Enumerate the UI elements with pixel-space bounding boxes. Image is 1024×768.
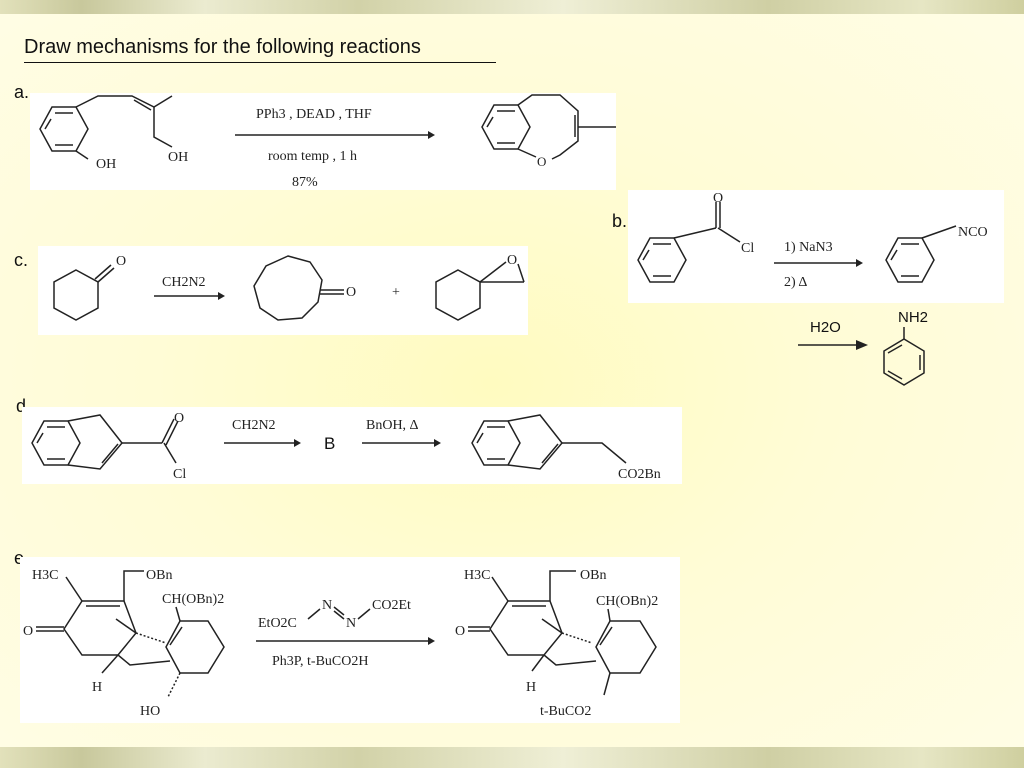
sm-alcohol-oh: OH	[168, 150, 188, 165]
reagent-azo-n2: N	[346, 616, 356, 631]
cycloheptanone-ring	[253, 255, 323, 321]
reaction-b-step2: 2) Δ	[784, 275, 807, 290]
slide-title: Draw mechanisms for the following reacti…	[24, 36, 496, 63]
cycloheptanone-oxygen: O	[346, 285, 356, 300]
aniline-benzene-ring	[883, 338, 925, 386]
cyclohexanone-oxygen: O	[116, 254, 126, 269]
reaction-a-conditions: room temp , 1 h	[268, 149, 357, 164]
sm-enone-ring	[63, 600, 137, 656]
sm-obn-label: OBn	[146, 568, 172, 583]
reagent-azo-n1: N	[322, 598, 332, 613]
reaction-a-reagents: PPh3 , DEAD , THF	[256, 107, 372, 122]
product-acetal-label: CH(OBn)2	[596, 594, 658, 609]
product-enone-ring	[489, 600, 563, 656]
sm-hydroxyl-label: HO	[140, 704, 160, 719]
product-pivalate-label: t-BuCO2	[540, 704, 591, 719]
reaction-e-panel: H3C OBn CH(OBn)2 O H HO EtO2C N N CO2Et …	[20, 557, 680, 723]
reaction-a-scheme: OH OH PPh3 , DEAD , THF room temp , 1 h …	[39, 94, 616, 190]
reaction-c-panel: O CH2N2 O + O	[38, 246, 528, 335]
reagent-azo-left: EtO2C	[258, 616, 297, 631]
reaction-d-reagent1: CH2N2	[232, 418, 276, 433]
top-decorative-bar	[0, 0, 1024, 14]
product-methyl-label: H3C	[464, 568, 490, 583]
intermediate-b: B	[324, 434, 335, 453]
acyl-carbonyl-oxygen: O	[174, 411, 184, 426]
sm-methyl-label: H3C	[32, 568, 58, 583]
spiro-cyclohexane-ring	[435, 269, 481, 321]
sm-acetal-label: CH(OBn)2	[162, 592, 224, 607]
product-isocyanate: NCO	[958, 225, 988, 240]
aniline-amine-group: NH2	[898, 309, 928, 326]
reaction-b-scheme: O Cl 1) NaN3 2) Δ NCO	[637, 191, 988, 290]
sm-ketone-oxygen: O	[23, 624, 33, 639]
hydrolysis-reagent: H2O	[810, 319, 841, 336]
product-ring-oxygen: O	[537, 154, 546, 169]
sm-ring-junction-h: H	[92, 680, 102, 695]
label-b: b.	[612, 211, 628, 231]
reaction-c-reagent: CH2N2	[162, 275, 206, 290]
product-ketone-oxygen: O	[455, 624, 465, 639]
reaction-d-scheme: O Cl CH2N2 B BnOH, Δ CO2Bn	[31, 411, 661, 482]
label-a: a.	[14, 82, 30, 102]
sm-cyclohexene-ring	[165, 620, 225, 674]
reaction-b-step1: 1) NaN3	[784, 240, 833, 255]
acyl-chloride-cl: Cl	[741, 241, 754, 256]
reaction-a-panel: OH OH PPh3 , DEAD , THF room temp , 1 h …	[30, 93, 616, 190]
label-c: c.	[14, 250, 29, 270]
reaction-d-panel: O Cl CH2N2 B BnOH, Δ CO2Bn	[22, 407, 682, 484]
acyl-chloride-cl: Cl	[173, 467, 186, 482]
product-ring-junction-h: H	[526, 680, 536, 695]
product-cyclohexene-ring	[595, 620, 657, 674]
reaction-d-reagent2: BnOH, Δ	[366, 418, 419, 433]
plus-sign: +	[392, 285, 400, 300]
cyclohexanone-ring	[53, 269, 99, 321]
reaction-e-scheme: H3C OBn CH(OBn)2 O H HO EtO2C N N CO2Et …	[23, 568, 658, 719]
reaction-c-scheme: O CH2N2 O + O	[53, 253, 525, 321]
reaction-b-hydrolysis: H2O NH2	[798, 309, 928, 386]
epoxide-oxygen: O	[507, 253, 517, 268]
sm-phenol-oh: OH	[96, 157, 116, 172]
reaction-b-panel: O Cl 1) NaN3 2) Δ NCO	[628, 190, 1004, 303]
bottom-decorative-bar	[0, 747, 1024, 768]
reaction-a-yield: 87%	[292, 175, 318, 190]
acyl-carbonyl-oxygen: O	[713, 191, 723, 206]
product-obn-label: OBn	[580, 568, 606, 583]
reagent-line2: Ph3P, t-BuCO2H	[272, 654, 368, 669]
reagent-azo-right: CO2Et	[372, 598, 411, 613]
product-benzyl-ester: CO2Bn	[618, 467, 661, 482]
